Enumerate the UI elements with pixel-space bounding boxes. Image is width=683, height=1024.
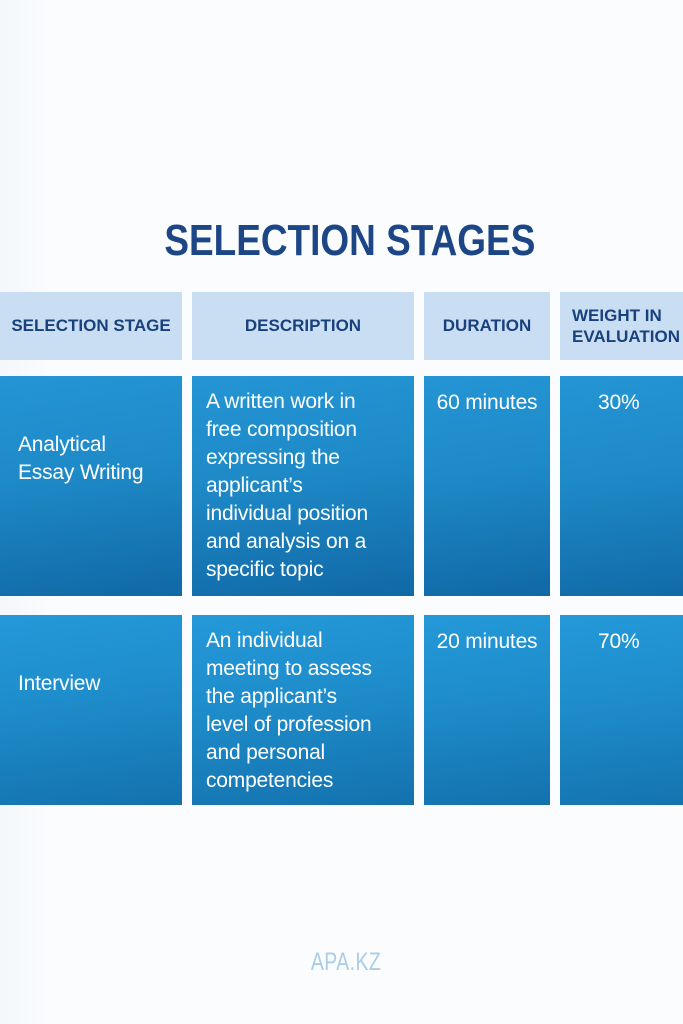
column-header-duration: DURATION [424, 292, 550, 360]
watermark: APA.KZ [311, 948, 382, 976]
stage-cell: Analytical Essay Writing [0, 376, 182, 596]
table-row-interview: Interview An individual meeting to asses… [0, 615, 683, 805]
stage-cell: Interview [0, 615, 182, 805]
watermark-container: APA.KZ [0, 948, 683, 977]
column-header-selection-stage: SELECTION STAGE [0, 292, 182, 360]
description-cell: An individual meeting to assess the appl… [192, 615, 414, 805]
weight-cell: 70% [560, 615, 683, 805]
table-header-row: SELECTION STAGE DESCRIPTION DURATION WEI… [0, 292, 683, 360]
selection-stages-table: SELECTION STAGE DESCRIPTION DURATION WEI… [0, 292, 683, 805]
page-title-container: SELECTION STAGES [0, 216, 683, 266]
duration-cell: 20 minutes [424, 615, 550, 805]
description-cell: A written work in free composition expre… [192, 376, 414, 596]
column-header-weight-in-evaluation: WEIGHT IN EVALUATION [560, 292, 683, 360]
column-header-description: DESCRIPTION [192, 292, 414, 360]
weight-cell: 30% [560, 376, 683, 596]
duration-cell: 60 minutes [424, 376, 550, 596]
table-row-analytical-essay-writing: Analytical Essay Writing A written work … [0, 376, 683, 596]
page-title: SELECTION STAGES [163, 216, 536, 265]
